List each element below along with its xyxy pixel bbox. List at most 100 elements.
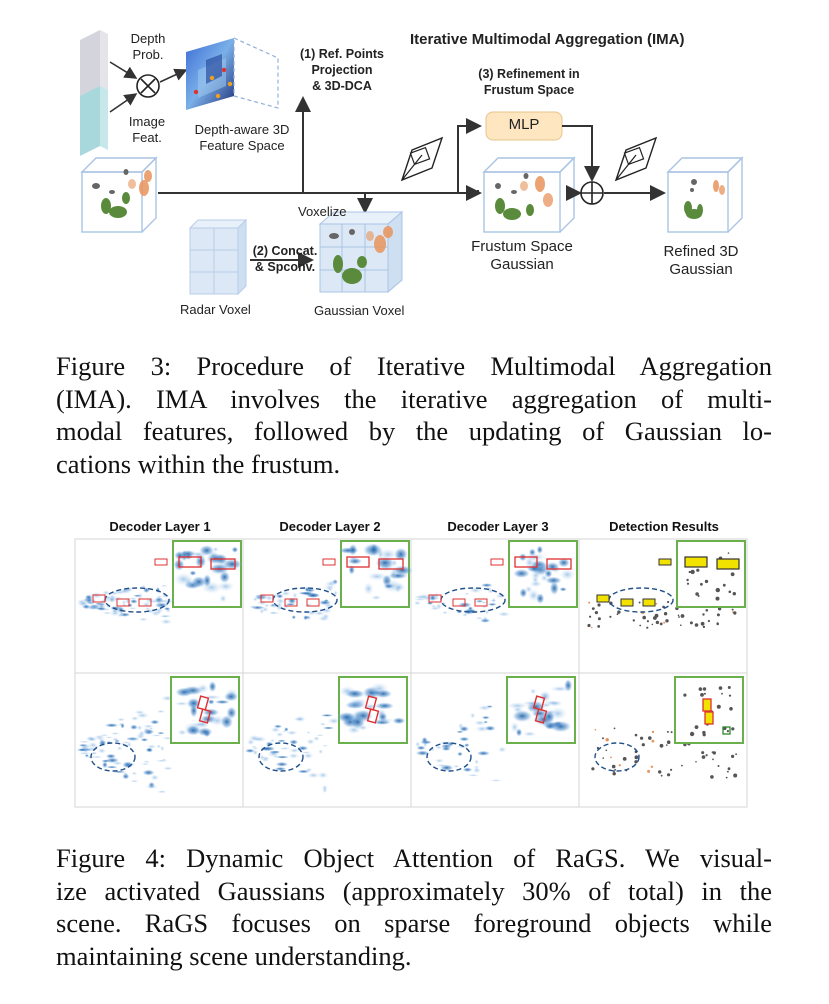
detection-point	[597, 625, 601, 628]
attention-gaussian	[259, 746, 272, 751]
attention-gaussian	[155, 607, 164, 614]
inset-gaussian	[557, 558, 570, 568]
attention-gaussian	[160, 745, 165, 752]
inset-gaussian	[378, 712, 388, 722]
attention-gaussian	[141, 601, 151, 607]
inset-gaussian	[183, 722, 203, 734]
attention-gaussian	[106, 741, 112, 744]
column-header-decoder-1: Decoder Layer 1	[109, 519, 211, 534]
attention-gaussian	[81, 750, 89, 752]
detection-point	[699, 732, 704, 736]
caption-4-line: Figure 4: Dynamic Object Attention of Ra…	[56, 843, 772, 873]
detection-point	[665, 619, 669, 623]
attention-gaussian	[327, 587, 333, 592]
column-header-detection: Detection Results	[609, 519, 719, 534]
inset-gaussian	[510, 721, 519, 733]
detection-point	[614, 768, 617, 771]
inset-gaussian	[533, 713, 555, 726]
inset-point	[694, 725, 699, 729]
attention-gaussian	[145, 607, 151, 611]
inset-point	[686, 578, 689, 582]
inset-gaussian	[361, 703, 380, 710]
inset-gaussian	[215, 553, 228, 565]
detection-point	[602, 757, 604, 759]
attention-gaussian	[457, 744, 469, 749]
attention-gaussian	[163, 607, 171, 611]
attention-gaussian	[321, 784, 328, 791]
attention-gaussian	[126, 736, 140, 742]
attention-gaussian	[489, 599, 498, 602]
attention-gaussian	[91, 755, 103, 759]
attention-gaussian	[292, 592, 298, 599]
inset-gaussian	[531, 576, 539, 584]
attention-gaussian	[281, 590, 291, 597]
detection-point	[654, 613, 659, 618]
frustum-line-2: Gaussian	[490, 256, 554, 273]
inset-point	[704, 579, 709, 584]
attention-gaussian	[305, 593, 320, 598]
depth-prob-line-1: Depth	[130, 31, 166, 46]
attention-gaussian	[272, 594, 278, 598]
inset-gaussian	[394, 553, 406, 560]
inset-point	[700, 693, 704, 697]
inset-gaussian	[381, 579, 403, 593]
attention-gaussian	[287, 597, 297, 605]
attention-gaussian	[136, 725, 143, 731]
inset-gaussian	[394, 547, 408, 561]
detection-point	[717, 765, 720, 767]
attention-gaussian	[473, 765, 480, 769]
inset-point	[732, 592, 736, 596]
inset-gaussian	[338, 547, 360, 554]
attention-gaussian	[463, 608, 475, 615]
detection-point	[651, 623, 654, 626]
attention-gaussian	[481, 715, 490, 720]
attention-gaussian	[127, 597, 139, 600]
attention-gaussian	[275, 761, 289, 767]
detection-point	[670, 768, 673, 771]
attention-gaussian	[78, 743, 88, 747]
attention-gaussian	[85, 605, 99, 609]
detection-point	[670, 731, 673, 734]
focus-region-outline	[594, 742, 640, 772]
detection-box	[306, 598, 320, 607]
attention-gaussian	[467, 606, 473, 611]
attention-gaussian	[302, 752, 314, 760]
detection-point	[651, 730, 655, 734]
step3-line-1: (3) Refinement in	[478, 67, 580, 81]
attention-gaussian	[129, 599, 138, 604]
caption-3-line: (IMA). IMA involves the iterative aggreg…	[56, 383, 772, 414]
inset-point	[709, 710, 714, 715]
attention-gaussian	[285, 730, 298, 736]
inset-gaussian	[389, 567, 398, 581]
attention-gaussian	[456, 610, 463, 614]
detection-point	[616, 613, 619, 616]
attention-gaussian	[142, 760, 151, 764]
inset-gaussian	[543, 709, 557, 715]
inset-point	[715, 587, 720, 593]
caption-4-line: maintaining scene understanding.	[56, 940, 412, 971]
attention-gaussian	[157, 732, 165, 735]
detection-point	[666, 740, 671, 744]
inset-gaussian	[347, 690, 360, 695]
camera-frustum-icon-2	[614, 136, 658, 182]
detection-point	[640, 736, 644, 740]
attention-gaussian	[138, 617, 149, 622]
detection-point	[641, 743, 645, 747]
inset-gaussian	[202, 574, 212, 588]
attention-gaussian	[497, 746, 507, 753]
attention-gaussian	[154, 759, 169, 763]
inset-point	[687, 561, 692, 566]
inset-point	[722, 726, 727, 730]
attention-gaussian	[102, 761, 108, 769]
attention-gaussian	[476, 750, 491, 756]
attention-gaussian	[99, 739, 105, 742]
attention-gaussian	[81, 597, 91, 603]
inset-box	[198, 708, 212, 724]
depth-aware-line-1: Depth-aware 3D	[194, 122, 290, 137]
attention-gaussian	[487, 588, 494, 594]
detection-point	[731, 754, 735, 759]
attention-gaussian	[304, 588, 316, 593]
frustum-space-cube	[482, 156, 576, 233]
inset-gaussian	[540, 702, 552, 708]
attention-gaussian	[266, 750, 281, 758]
